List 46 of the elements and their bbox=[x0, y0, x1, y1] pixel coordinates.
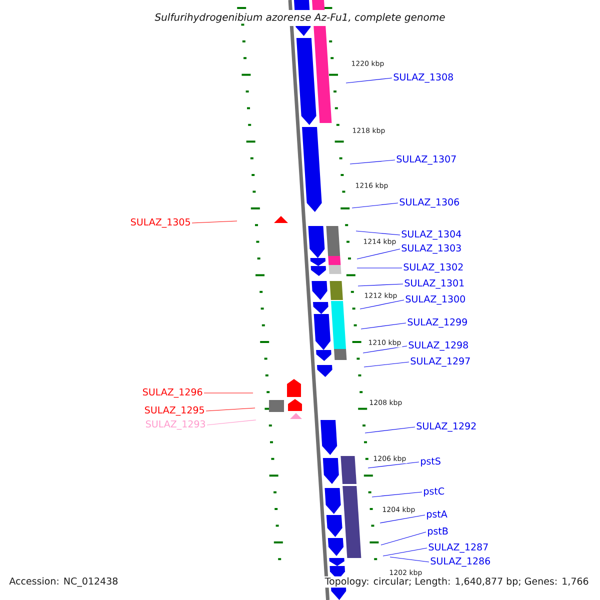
leader-line bbox=[364, 426, 416, 434]
gene-label: SULAZ_1299 bbox=[408, 318, 467, 328]
leader-line bbox=[358, 284, 404, 286]
title: Sulfurihydrogenibium azorense Az-Fu1, complete genome bbox=[154, 13, 445, 23]
gene-label: SULAZ_1286 bbox=[430, 557, 490, 567]
leader-line bbox=[192, 220, 238, 224]
gene-label: SULAZ_1304 bbox=[402, 230, 462, 240]
gene-label: SULAZ_1293 bbox=[146, 420, 206, 430]
gene-label: SULAZ_1298 bbox=[408, 341, 468, 351]
gene-label: SULAZ_1308 bbox=[394, 73, 453, 83]
leader-line bbox=[206, 420, 256, 426]
gene-label: SULAZ_1307 bbox=[396, 155, 456, 165]
leader-line bbox=[382, 548, 428, 556]
gene-label: SULAZ_1296 bbox=[143, 388, 202, 398]
gene-label: pstB bbox=[428, 528, 448, 536]
leader-line bbox=[362, 346, 408, 354]
leader-line bbox=[346, 78, 392, 84]
leader-line bbox=[360, 300, 404, 310]
leader-line bbox=[356, 248, 400, 260]
leader-line bbox=[368, 462, 420, 468]
gene-label: SULAZ_1306 bbox=[400, 198, 460, 208]
leader-line bbox=[360, 322, 406, 330]
leader-line bbox=[372, 492, 422, 498]
gene-label: pstS bbox=[421, 457, 440, 467]
leader-line bbox=[364, 362, 410, 368]
gene-label: SULAZ_1301 bbox=[404, 279, 464, 289]
gene-label: pstC bbox=[424, 487, 444, 497]
gene-label: SULAZ_1303 bbox=[402, 244, 461, 254]
leader-line bbox=[350, 160, 396, 164]
leader-line bbox=[204, 392, 254, 394]
gene-label: SULAZ_1287 bbox=[428, 543, 488, 553]
leader-line bbox=[352, 202, 398, 208]
info-text: Accession: NC_012438 bbox=[8, 576, 120, 588]
gene-label: pstA bbox=[427, 510, 448, 520]
leader-line bbox=[380, 514, 426, 524]
gene-label: SULAZ_1295 bbox=[145, 406, 204, 416]
leader-line bbox=[206, 408, 256, 412]
gene-label: SULAZ_1292 bbox=[416, 422, 476, 432]
leader-line bbox=[356, 230, 400, 236]
gene-label: SULAZ_1302 bbox=[404, 263, 463, 273]
gene-label: SULAZ_1305 bbox=[131, 218, 190, 228]
leader-line bbox=[380, 532, 426, 546]
gene-label: SULAZ_1297 bbox=[410, 357, 470, 367]
leader-line bbox=[390, 556, 430, 562]
info-text: Topology: circular; Length: 1,640,877 bp; Genes: 1,766 bbox=[324, 576, 590, 588]
gene-label: SULAZ_1300 bbox=[406, 295, 465, 305]
